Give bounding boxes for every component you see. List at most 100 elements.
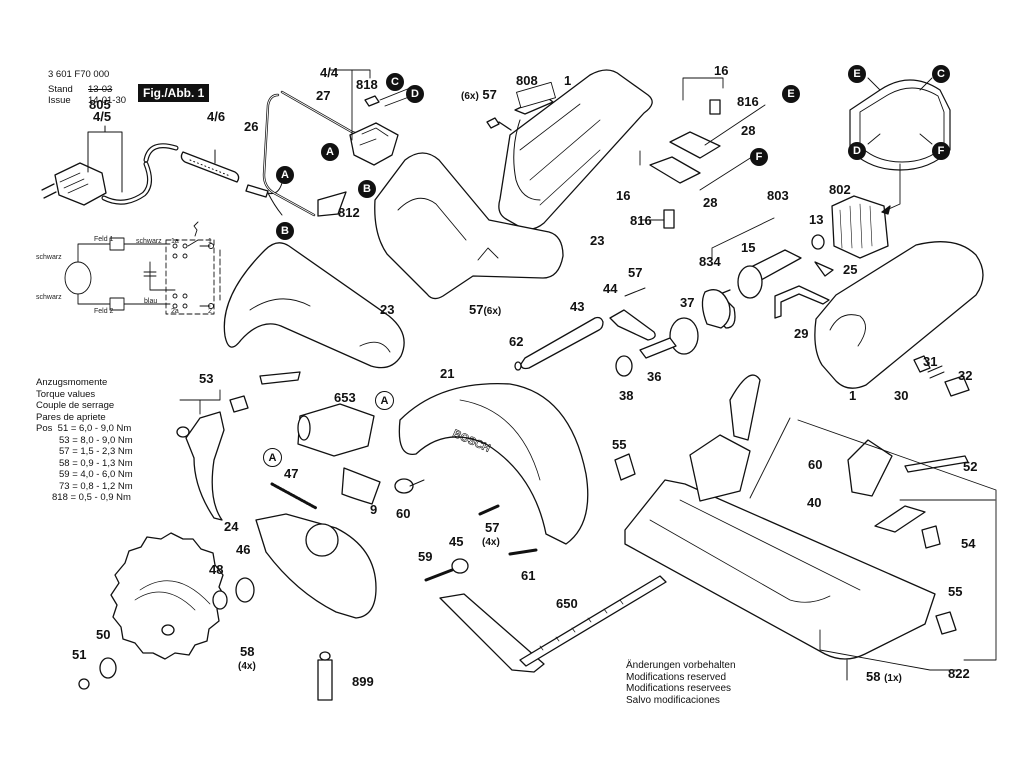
wiring-black-1: schwarz xyxy=(36,254,62,261)
callout-b: B xyxy=(276,222,294,240)
shaft-parts xyxy=(514,287,731,377)
wiring-schematic xyxy=(64,221,221,315)
torque-title-de: Anzugsmomente xyxy=(36,377,108,388)
power-cord-plug xyxy=(41,125,179,206)
callout-e: E xyxy=(848,65,866,83)
part-label-52: 52 xyxy=(963,459,978,474)
torque-row: 58 = 0,9 - 1,3 Nm xyxy=(59,457,133,469)
part-label-38: 38 xyxy=(619,388,634,403)
part-label-40: 40 xyxy=(807,495,822,510)
part-label-26: 26 xyxy=(244,119,259,134)
switch-harness xyxy=(262,69,418,217)
part-label-13: 13 xyxy=(809,212,824,227)
part-label-24: 24 xyxy=(224,519,239,534)
torque-table: Anzugsmomente Torque values Couple de se… xyxy=(36,377,133,504)
lower-guard xyxy=(255,513,377,619)
part-label-47: 47 xyxy=(284,466,299,481)
washers xyxy=(78,577,255,690)
torque-title-fr: Couple de serrage xyxy=(36,400,115,411)
base-plate xyxy=(614,374,997,681)
part-label-44: 44 xyxy=(603,281,618,296)
wiring-blue: blau xyxy=(144,298,158,305)
part-label-60: 60 xyxy=(808,457,823,472)
quantity: (1x) xyxy=(884,673,902,684)
part-label-15: 15 xyxy=(741,240,756,255)
part-label-57: (6x) 57 xyxy=(461,88,497,104)
quantity: (6x) xyxy=(461,91,479,102)
callout-b: B xyxy=(358,180,376,198)
parallel-guide xyxy=(439,575,667,673)
torque-row: 57 = 1,5 - 2,3 Nm xyxy=(59,446,133,457)
screws-mid xyxy=(424,504,538,582)
part-label-51: 51 xyxy=(72,647,87,662)
part-label-57-qty: (4x) xyxy=(482,534,500,550)
part-label-21: 21 xyxy=(440,366,455,381)
part-label-29: 29 xyxy=(794,326,809,341)
part-label-58-qty: (4x) xyxy=(238,658,256,674)
part-number: 3 601 F70 000 xyxy=(48,69,110,80)
part-label-816: 816 xyxy=(630,213,652,228)
torque-title-en: Torque values xyxy=(36,388,96,400)
quantity: (6x) xyxy=(483,306,502,317)
torque-prefix: Pos xyxy=(36,423,53,434)
part-label-25: 25 xyxy=(843,262,858,277)
issue-label: Issue xyxy=(48,95,71,106)
torque-row: 59 = 4,0 - 6,0 Nm xyxy=(59,469,133,480)
motor-housing xyxy=(774,241,984,397)
part-label-16: 16 xyxy=(616,188,631,203)
part-label-45: 45 xyxy=(449,534,464,549)
part-label-16: 16 xyxy=(714,63,729,78)
part-label-802: 802 xyxy=(829,182,851,197)
housing-half-top xyxy=(486,69,653,230)
part-label-653: 653 xyxy=(334,390,356,405)
callout-a-outline: A xyxy=(375,391,394,410)
quantity: (4x) xyxy=(482,537,500,548)
part-label-54: 54 xyxy=(961,536,976,551)
cord-sleeve xyxy=(180,149,283,216)
part-label-48: 48 xyxy=(209,562,224,577)
wiring-black-3: schwarz xyxy=(136,238,162,245)
part-label-59: 59 xyxy=(418,549,433,564)
wiring-term-2: 2 xyxy=(208,308,212,315)
spindle-housing xyxy=(297,403,375,457)
callout-f: F xyxy=(750,148,768,166)
part-label-43: 43 xyxy=(570,299,585,314)
callout-e: E xyxy=(782,85,800,103)
part-label-55: 55 xyxy=(948,584,963,599)
wiring-term-2a: 2a xyxy=(171,308,179,315)
part-label-60: 60 xyxy=(396,506,411,521)
part-label-28: 28 xyxy=(741,123,756,138)
part-label-50: 50 xyxy=(96,627,111,642)
torque-row: 51 = 6,0 - 9,0 Nm xyxy=(57,423,132,434)
notice-line: Salvo modificaciones xyxy=(626,694,720,706)
handle-lower xyxy=(223,242,405,385)
part-label-32: 32 xyxy=(958,368,973,383)
modifications-notice: Änderungen vorbehalten Modifications res… xyxy=(626,660,736,706)
part-label-834: 834 xyxy=(699,254,721,269)
part-label-899: 899 xyxy=(352,674,374,689)
part-label-650: 650 xyxy=(556,596,578,611)
riving-knife xyxy=(176,389,249,521)
part-label-55: 55 xyxy=(612,437,627,452)
wiring-field2: Feld 2 xyxy=(94,308,114,315)
brush-holders xyxy=(639,77,766,229)
wiring-term-1a: 1a xyxy=(171,238,179,245)
motor-field-armature xyxy=(711,195,889,329)
part-label-808: 808 xyxy=(516,73,538,88)
callout-c: C xyxy=(932,65,950,83)
part-number: 57 xyxy=(482,87,497,102)
part-label-57: 57(6x) xyxy=(469,303,501,319)
part-label-23: 23 xyxy=(590,233,605,248)
part-label-1: 1 xyxy=(564,73,572,88)
part-label-57: 57 xyxy=(485,520,500,535)
quantity: (4x) xyxy=(238,661,256,672)
part-label-27: 27 xyxy=(316,88,331,103)
part-label-4-5: 4/5 xyxy=(93,109,112,124)
part-number: 57 xyxy=(469,302,484,317)
part-label-9: 9 xyxy=(370,502,378,517)
part-number: 58 xyxy=(866,669,881,684)
figure-label: Fig./Abb. 1 xyxy=(138,84,210,102)
part-label-37: 37 xyxy=(680,295,695,310)
torque-row: 73 = 0,8 - 1,2 Nm xyxy=(59,480,133,492)
